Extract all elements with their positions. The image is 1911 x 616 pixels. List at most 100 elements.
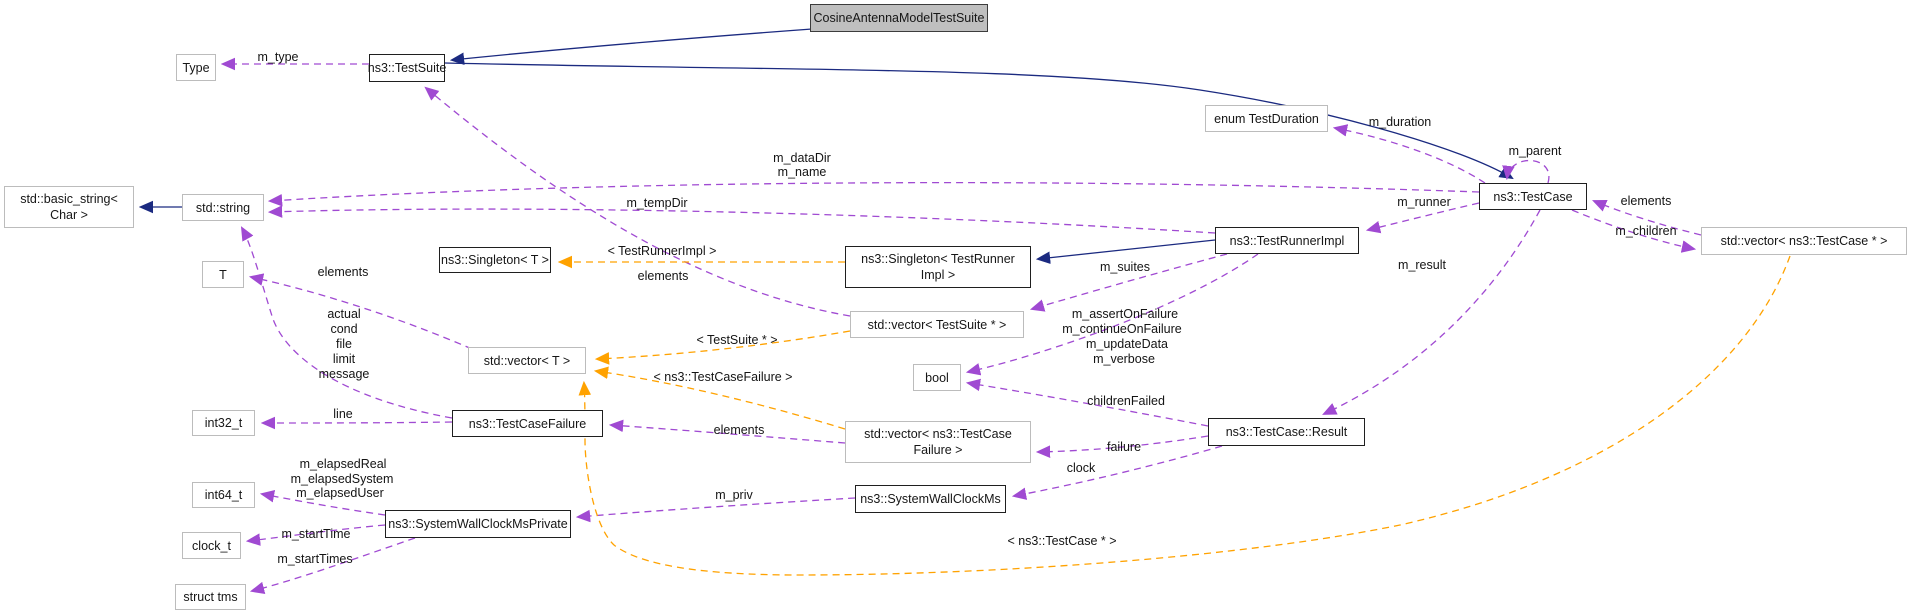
member-failure-strings bbox=[240, 226, 453, 419]
member-m-priv bbox=[575, 497, 856, 523]
member-m-start-time bbox=[245, 524, 386, 546]
class-node-label: std::string bbox=[195, 200, 251, 215]
edge-label-m-data-dir: m_dataDir bbox=[773, 151, 831, 165]
member-elements-testcase bbox=[1592, 199, 1702, 236]
class-node-std-string: std::string bbox=[182, 194, 264, 221]
class-node-label: Failure > bbox=[913, 443, 963, 457]
edge-label-failure: failure bbox=[1106, 440, 1142, 454]
member-m-tempdir bbox=[267, 205, 1216, 234]
class-node-label: std::basic_string< bbox=[20, 192, 118, 206]
edge-label-line: line bbox=[333, 407, 353, 421]
class-node-label: ns3::SystemWallClockMs bbox=[860, 492, 1001, 506]
edge-label-m-elapsed-system: m_elapsedSystem bbox=[290, 472, 394, 486]
class-node-label: T bbox=[219, 267, 227, 282]
member-elements-testsuite bbox=[424, 86, 851, 317]
class-node-label: std::vector< TestSuite * > bbox=[867, 317, 1007, 332]
inherit-testrunnerimpl-to-singleton bbox=[1035, 239, 1216, 264]
edge-label-elements-test-case: elements bbox=[1620, 194, 1672, 208]
edge-label-m-assert-on-failure: m_assertOnFailure bbox=[1071, 307, 1179, 321]
class-node-ns3-system-wall-clock-ms-private[interactable]: ns3::SystemWallClockMsPrivate bbox=[385, 510, 571, 538]
member-m-result bbox=[1322, 209, 1541, 415]
edge-label-tpl-test-case-ptr: < ns3::TestCase * > bbox=[1007, 534, 1117, 548]
class-node-std-vector-test-suite-ptr: std::vector< TestSuite * > bbox=[850, 311, 1024, 338]
template-testsuite-ptr bbox=[594, 330, 851, 365]
member-m-parent-loop bbox=[1502, 159, 1550, 184]
edge-label-m-continue-on-failure: m_continueOnFailure bbox=[1062, 322, 1182, 336]
class-node-ns3-test-case[interactable]: ns3::TestCase bbox=[1479, 183, 1587, 210]
class-node-clock-t: clock_t bbox=[182, 532, 241, 559]
class-node-label: ns3::Singleton< T > bbox=[441, 253, 549, 267]
edge-label-m-verbose: m_verbose bbox=[1093, 352, 1155, 366]
edge-label-m-result: m_result bbox=[1398, 258, 1446, 272]
member-elements-testcasefailure bbox=[608, 419, 846, 444]
edge-label-tpl-test-runner-impl: < TestRunnerImpl > bbox=[607, 244, 717, 258]
class-node-label: struct tms bbox=[183, 590, 238, 604]
member-m-children bbox=[1571, 209, 1697, 253]
class-node-label: std::vector< T > bbox=[483, 353, 571, 368]
edge-label-m-elapsed-real: m_elapsedReal bbox=[299, 457, 387, 471]
member-failure bbox=[1035, 435, 1209, 459]
class-node-label: CosineAntennaModelTestSuite bbox=[813, 11, 985, 25]
class-node-label: ns3::TestCaseFailure bbox=[468, 416, 587, 431]
member-clock bbox=[1011, 445, 1223, 500]
class-node-ns3-system-wall-clock-ms[interactable]: ns3::SystemWallClockMs bbox=[855, 485, 1006, 513]
class-node-label: Char > bbox=[50, 208, 88, 222]
class-node-cosine-antenna-model-test-suite: CosineAntennaModelTestSuite bbox=[810, 4, 988, 32]
member-m-start-times bbox=[249, 537, 416, 595]
class-node-int32-t: int32_t bbox=[192, 410, 255, 436]
member-m-runner bbox=[1365, 202, 1480, 234]
member-m-datadir-m-name bbox=[267, 181, 1480, 207]
class-node-ns3-test-case-failure[interactable]: ns3::TestCaseFailure bbox=[452, 410, 603, 437]
member-line bbox=[260, 416, 453, 430]
edge-label-tpl-test-suite-ptr: < TestSuite * > bbox=[696, 333, 778, 347]
edge-label-m-suites: m_suites bbox=[1099, 260, 1151, 274]
edge-label-tpl-test-case-failure: < ns3::TestCaseFailure > bbox=[653, 370, 793, 384]
class-node-std-basic-string: std::basic_string<Char > bbox=[4, 186, 134, 228]
class-node-label: Type bbox=[182, 60, 210, 75]
class-node-t: T bbox=[202, 261, 244, 288]
class-node-std-vector-t: std::vector< T > bbox=[468, 347, 586, 374]
edge-label-m-name: m_name bbox=[777, 165, 827, 179]
class-node-label: Impl > bbox=[920, 268, 956, 282]
member-m-suites bbox=[1029, 253, 1228, 312]
class-node-label: enum TestDuration bbox=[1214, 111, 1319, 126]
edge-label-m-start-times: m_startTimes bbox=[277, 552, 353, 566]
edge-label-clock: clock bbox=[1066, 461, 1096, 475]
class-node-label: ns3::TestCase::Result bbox=[1225, 425, 1348, 439]
member-children-failed bbox=[965, 378, 1209, 427]
class-node-label: int32_t bbox=[204, 416, 243, 430]
edge-label-m-priv: m_priv bbox=[715, 488, 753, 502]
edge-label-file: file bbox=[336, 337, 352, 351]
edge-label-cond: cond bbox=[330, 322, 358, 336]
edge-label-elements-test-case-failure: elements bbox=[713, 423, 765, 437]
edge-label-message: message bbox=[318, 367, 370, 381]
edge-label-children-failed: childrenFailed bbox=[1087, 394, 1165, 408]
member-bool-flags bbox=[965, 253, 1259, 376]
class-node-std-vector-test-case-ptr: std::vector< ns3::TestCase * > bbox=[1701, 227, 1907, 255]
edge-label-limit: limit bbox=[332, 352, 356, 366]
class-node-label: ns3::TestSuite bbox=[367, 61, 447, 75]
template-testcasefailure bbox=[593, 366, 846, 430]
inherit-testsuite-to-testcase bbox=[444, 62, 1514, 180]
class-node-ns3-test-case-result[interactable]: ns3::TestCase::Result bbox=[1208, 418, 1365, 446]
class-node-ns3-singleton-t[interactable]: ns3::Singleton< T > bbox=[439, 247, 551, 273]
class-node-label: ns3::SystemWallClockMsPrivate bbox=[388, 517, 568, 531]
edge-label-m-temp-dir: m_tempDir bbox=[626, 196, 688, 210]
class-node-label: ns3::TestCase bbox=[1493, 189, 1573, 204]
edge-label-m-update-data: m_updateData bbox=[1085, 337, 1169, 351]
class-node-ns3-test-suite[interactable]: ns3::TestSuite bbox=[367, 54, 447, 82]
member-elements-t bbox=[248, 273, 473, 350]
class-node-type: Type bbox=[176, 54, 216, 81]
edge-label-m-children: m_children bbox=[1615, 224, 1677, 238]
edge-label-actual: actual bbox=[327, 307, 361, 321]
edge-label-m-parent: m_parent bbox=[1508, 144, 1562, 158]
edge-label-m-type: m_type bbox=[257, 50, 299, 64]
class-node-label: bool bbox=[925, 370, 949, 385]
edge-label-m-duration: m_duration bbox=[1368, 115, 1432, 129]
class-node-ns3-test-runner-impl[interactable]: ns3::TestRunnerImpl bbox=[1215, 227, 1359, 254]
class-node-struct-tms: struct tms bbox=[175, 584, 246, 610]
